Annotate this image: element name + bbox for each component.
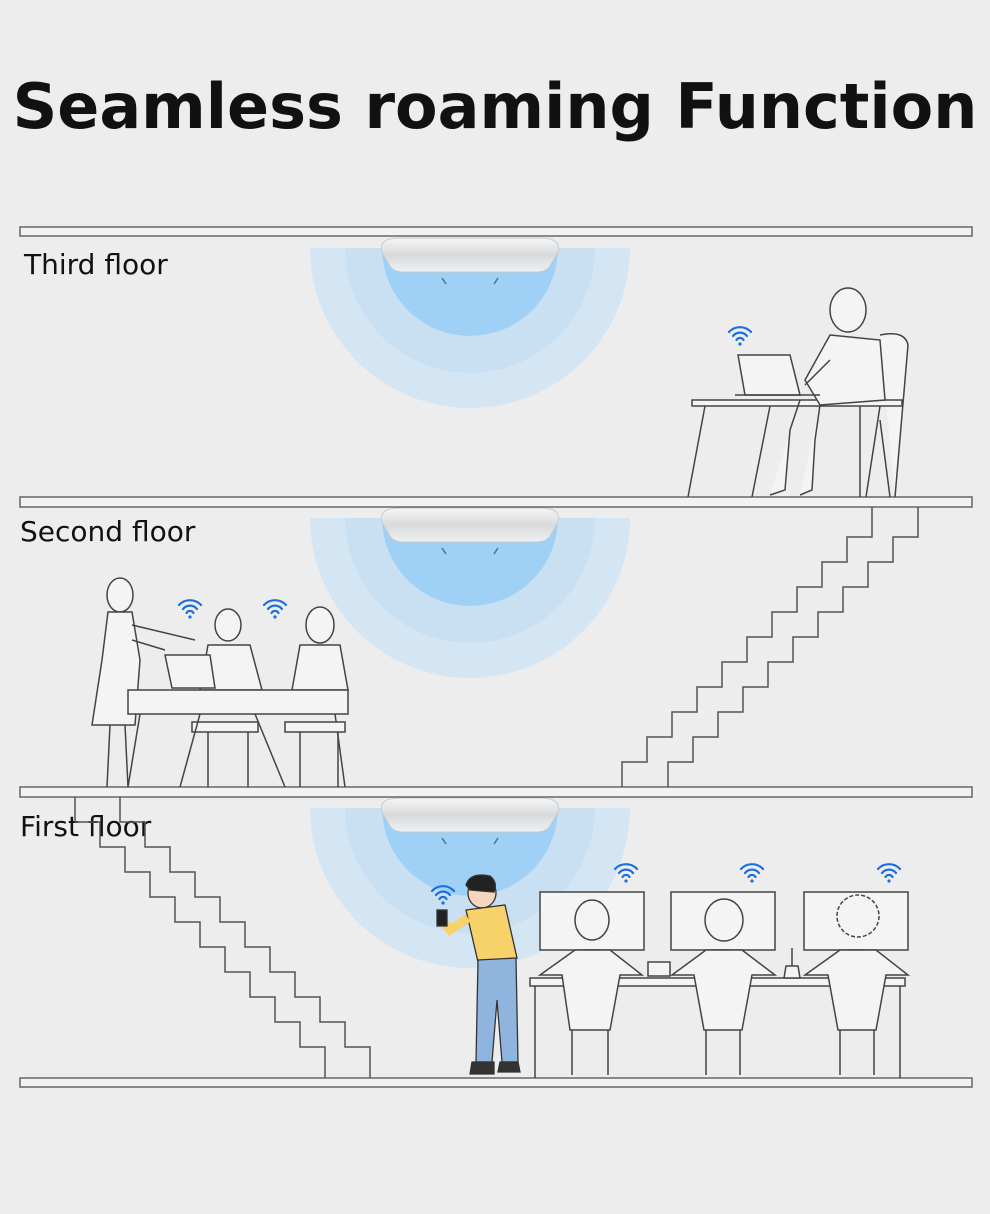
wifi-icon [262, 599, 288, 620]
floor-label-first: First floor [20, 810, 152, 843]
floor-slabs [19, 226, 973, 1088]
staircase-second-floor [621, 507, 919, 787]
floor-label-third: Third floor [24, 248, 168, 281]
staircase-first-floor [74, 797, 371, 1078]
page-title: Seamless roaming Function [12, 70, 978, 143]
meeting-group [91, 577, 349, 788]
floor-label-second: Second floor [20, 515, 196, 548]
access-point-third-floor [309, 237, 631, 409]
access-point-second-floor [309, 507, 631, 679]
wifi-icon [727, 326, 753, 347]
wifi-icon [613, 863, 639, 884]
wifi-icon [739, 863, 765, 884]
office-worker-laptop [687, 287, 909, 498]
wifi-icon [876, 863, 902, 884]
computer-workstations [529, 891, 911, 1078]
walking-person-phone [436, 874, 521, 1075]
wifi-icon [177, 599, 203, 620]
